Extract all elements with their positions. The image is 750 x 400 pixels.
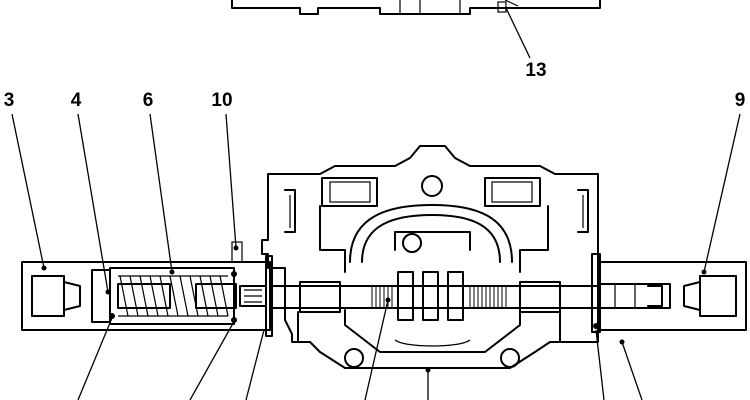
leader-lines	[11, 7, 741, 400]
callout-9: 9	[735, 90, 746, 111]
right-end-cap	[591, 253, 747, 333]
spool-assembly	[269, 271, 601, 321]
callout-13: 13	[525, 60, 546, 81]
callout-6: 6	[143, 90, 154, 111]
spool-hatching	[371, 287, 507, 307]
callout-10: 10	[211, 90, 232, 111]
callout-4: 4	[71, 90, 82, 111]
valve-body	[261, 145, 599, 369]
callout-3: 3	[4, 90, 15, 111]
upper-view-fragment	[231, 0, 601, 15]
